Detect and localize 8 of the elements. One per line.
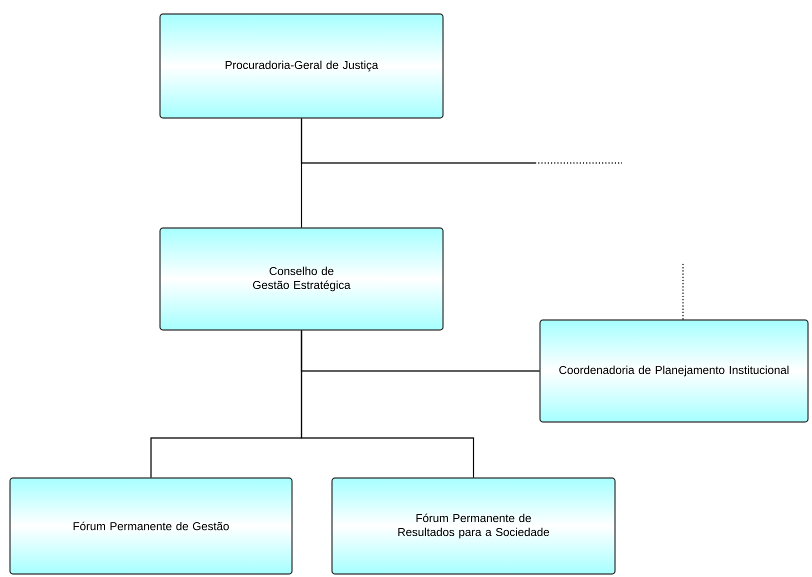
org-box: Fórum Permanente de Resultados para a Sociedade (331, 477, 616, 575)
org-box: Procuradoria-Geral de Justiça (159, 13, 444, 119)
org-box: Coordenadoria de Planejamento Institucional (539, 319, 809, 423)
connector-line (300, 330, 474, 478)
org-box: Conselho de Gestão Estratégica (159, 227, 444, 331)
org-box: Fórum Permanente de Gestão (9, 477, 293, 575)
connector-line (300, 118, 622, 164)
connector-line (682, 262, 684, 320)
